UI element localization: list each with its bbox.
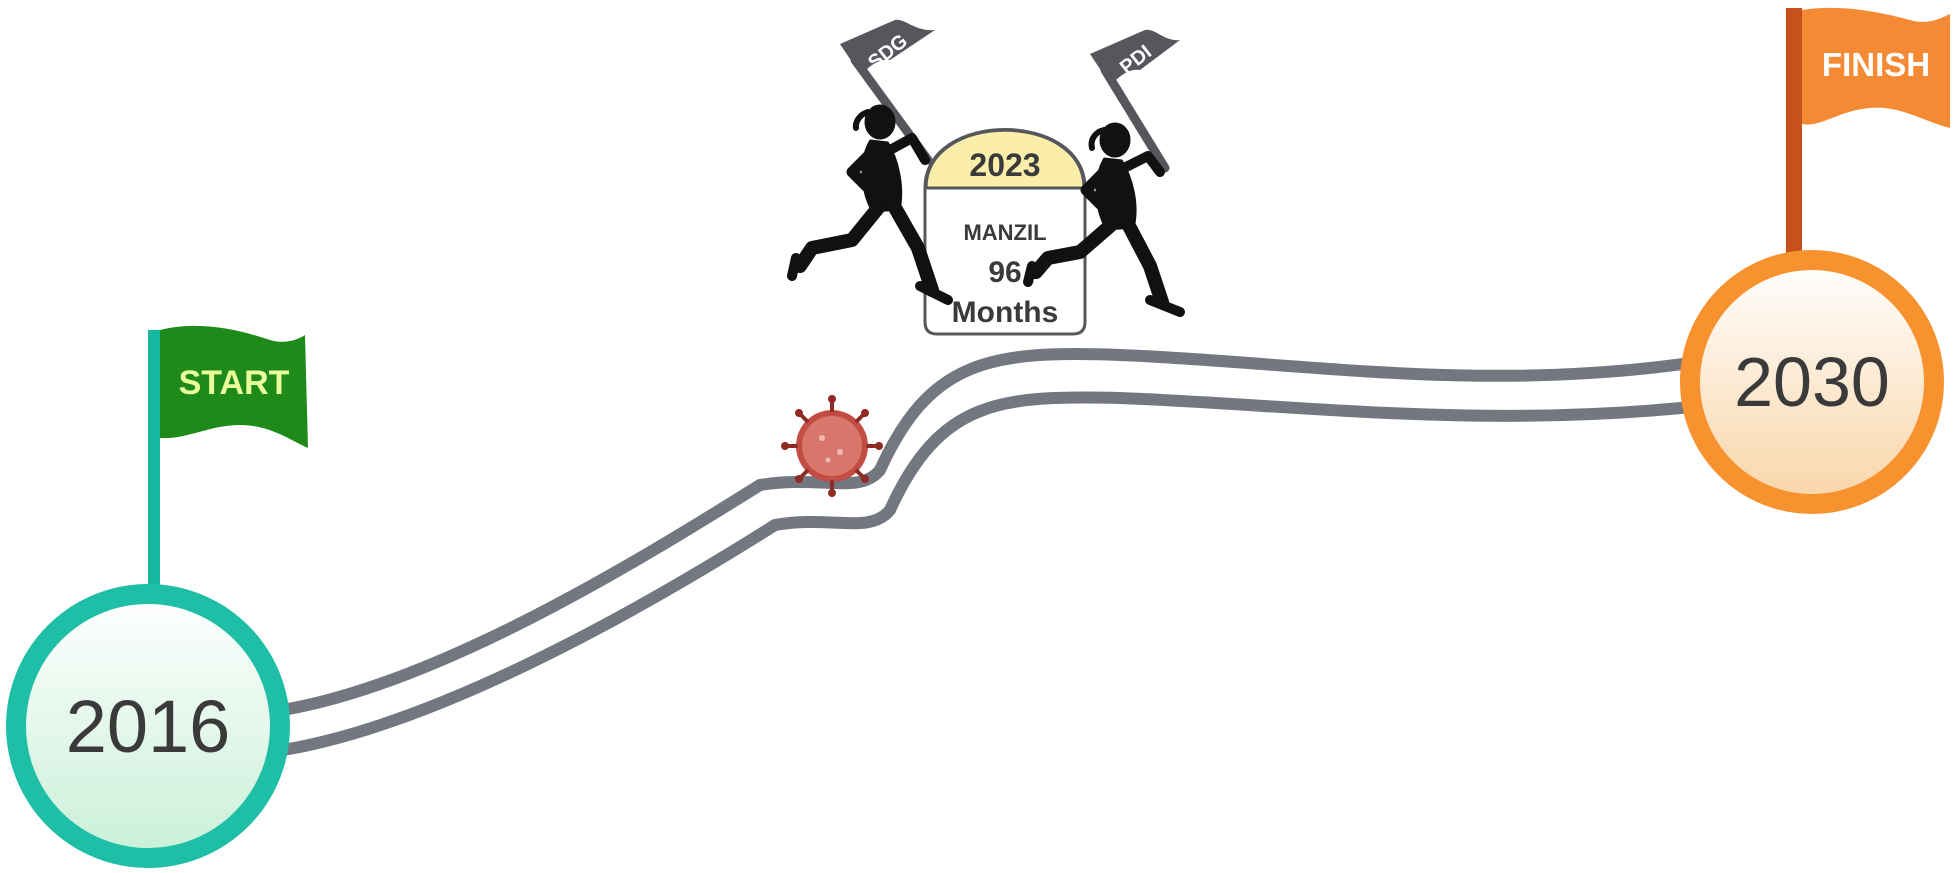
start-flag-pole <box>148 330 160 620</box>
virus-icon <box>781 395 883 497</box>
finish-flag: FINISH <box>1786 8 1950 266</box>
runner-sdg: SDG <box>792 20 948 300</box>
milestone-year: 2023 <box>969 147 1040 183</box>
finish-year: 2030 <box>1734 343 1890 421</box>
start-node: 2016 <box>16 594 280 858</box>
road-lower-line <box>270 397 1710 752</box>
milestone-caption: MANZIL <box>963 220 1046 245</box>
start-year: 2016 <box>66 685 231 768</box>
start-flag-label: START <box>179 364 290 402</box>
milestone-duration-unit: Months <box>952 296 1059 329</box>
milestone-duration-value: 96 <box>988 256 1021 289</box>
finish-node: 2030 <box>1690 260 1934 504</box>
road <box>270 354 1710 752</box>
finish-flag-label: FINISH <box>1822 46 1930 83</box>
start-flag: START <box>148 326 308 620</box>
finish-flag-pole <box>1786 8 1802 266</box>
